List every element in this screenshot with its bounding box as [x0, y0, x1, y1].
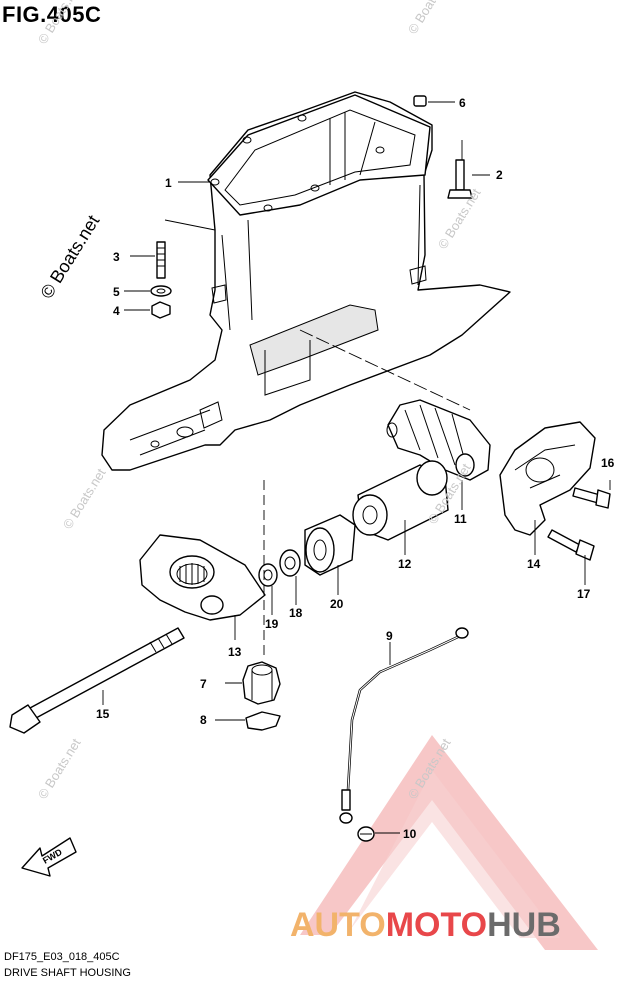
- watermark-2: © Boats.net: [405, 0, 454, 37]
- watermark-6: © Boats.net: [35, 736, 84, 802]
- part-18-washer: [279, 549, 301, 577]
- watermark-1: © Boats.net: [35, 0, 84, 47]
- leader-lines: [102, 101, 611, 834]
- callout-4: 4: [113, 304, 120, 318]
- callout-19: 19: [265, 617, 279, 631]
- callout-3: 3: [113, 250, 120, 264]
- part-10-screw: [357, 826, 375, 842]
- part-20-bushing: [304, 514, 356, 576]
- callout-16: 16: [601, 456, 615, 470]
- part-14-bracket: [499, 421, 596, 536]
- callout-20: 20: [330, 597, 344, 611]
- brand-part-hub: HUB: [487, 906, 561, 944]
- assembly-axis-lines: [263, 329, 471, 660]
- brand-part-moto: MOTO: [386, 906, 487, 944]
- diagram-caption: DRIVE SHAFT HOUSING: [4, 967, 131, 979]
- watermark-main: © Boats.net: [36, 212, 103, 303]
- brand-logo: [300, 735, 598, 950]
- part-11-mount-rubber: [386, 399, 491, 481]
- drawing-code: DF175_E03_018_405C: [4, 951, 120, 963]
- callout-1: 1: [165, 176, 172, 190]
- part-9-ground-wire: [339, 627, 469, 824]
- brand-text: AUTOMOTOHUB: [290, 906, 561, 944]
- callout-7: 7: [200, 677, 207, 691]
- figure-title: FIG.405C: [2, 2, 102, 27]
- part-17-bolt: [547, 529, 595, 561]
- part-12-mount: [352, 460, 449, 541]
- callout-12: 12: [398, 557, 412, 571]
- callout-9: 9: [386, 629, 393, 643]
- part-19-washer: [258, 563, 278, 587]
- callout-18: 18: [289, 606, 303, 620]
- callout-2: 2: [496, 168, 503, 182]
- callout-labels: 1 2 3 4 5 6 7 8 9 10 11 12 13 14 15 16 1…: [96, 96, 615, 841]
- part-16-bolt: [572, 487, 611, 509]
- callout-5: 5: [113, 285, 120, 299]
- callout-10: 10: [403, 827, 417, 841]
- part-4-nut: [151, 301, 171, 319]
- callout-11: 11: [454, 512, 467, 526]
- part-13-clamp: [139, 534, 266, 621]
- part-15-bolt: [9, 627, 185, 734]
- part-7-nut: [242, 661, 281, 705]
- part-8-clip: [245, 711, 281, 731]
- part-2-bolt: [447, 159, 473, 199]
- fwd-arrow: FWD: [21, 837, 77, 877]
- callout-13: 13: [228, 645, 242, 659]
- part-6-dowel-pin: [413, 95, 427, 107]
- svg-text:AUTOMOTOHUB: AUTOMOTOHUB: [290, 906, 561, 944]
- callout-17: 17: [577, 587, 591, 601]
- callout-14: 14: [527, 557, 541, 571]
- part-3-stud: [156, 241, 166, 279]
- watermark-4: © Boats.net: [60, 466, 109, 532]
- callout-6: 6: [459, 96, 466, 110]
- callout-8: 8: [200, 713, 207, 727]
- brand-part-auto: AUTO: [290, 906, 386, 944]
- drive-shaft-housing: [101, 91, 511, 471]
- part-5-washer: [150, 285, 172, 297]
- callout-15: 15: [96, 707, 110, 721]
